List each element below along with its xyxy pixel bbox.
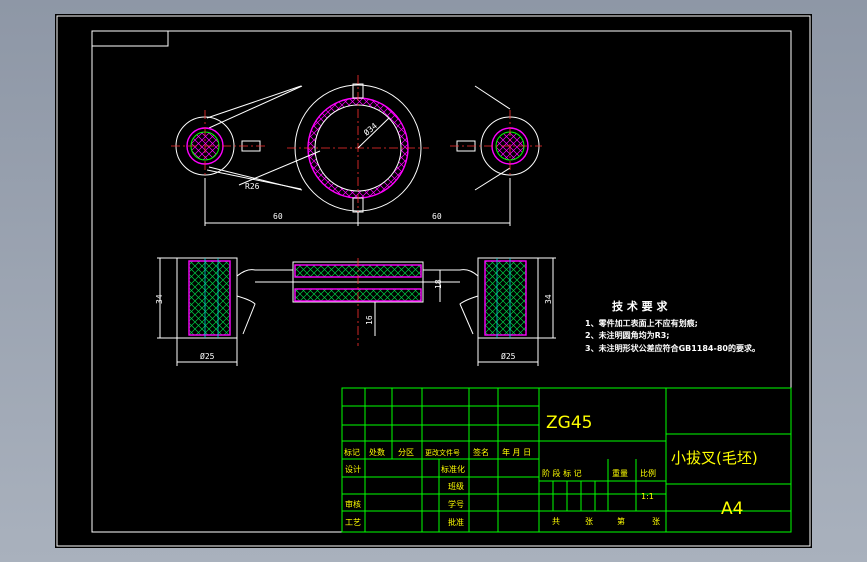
web-thickness-label: 18 bbox=[434, 279, 443, 289]
left-boss-section-magenta bbox=[188, 260, 231, 336]
arm-outline-left bbox=[206, 85, 302, 190]
rev-header-mark: 标记 bbox=[344, 447, 360, 457]
corner-code-box bbox=[91, 30, 169, 47]
left-boss-section-outline bbox=[176, 257, 238, 339]
rev-header-date: 年 月 日 bbox=[502, 447, 531, 457]
radius-leader bbox=[238, 150, 321, 186]
boss-left-label: Ø25 bbox=[200, 351, 215, 361]
left-boss-section-hatch bbox=[189, 261, 230, 335]
tech-item-1: 1、零件加工表面上不应有划痕; bbox=[585, 318, 698, 328]
drawing-viewport[interactable]: Ø34 R26 60 60 bbox=[55, 14, 812, 548]
technical-requirements: 技 术 要 求 1、零件加工表面上不应有划痕; 2、未注明圆角均为R3; 3、未… bbox=[585, 299, 760, 353]
right-boss-section-hatch bbox=[485, 261, 526, 335]
section-view: 34 34 18 16 Ø25 Ø25 bbox=[155, 257, 556, 366]
sheets-total-label: 共 bbox=[552, 517, 560, 526]
height-left-label: 34 bbox=[155, 294, 164, 304]
rev-header-count: 处数 bbox=[369, 447, 385, 457]
sheets-current-label: 第 bbox=[617, 516, 625, 526]
sheets-total-unit: 张 bbox=[585, 517, 593, 526]
outer-sheet-border bbox=[56, 15, 811, 547]
web-offset-label: 16 bbox=[365, 315, 374, 325]
row-class: 班级 bbox=[448, 481, 464, 491]
rev-header-zone: 分区 bbox=[398, 448, 414, 457]
material-label: ZG45 bbox=[546, 413, 592, 433]
diameter-leader bbox=[357, 117, 390, 149]
right-boss-section-magenta bbox=[484, 260, 527, 336]
row-process: 工艺 bbox=[345, 518, 361, 527]
scale-value: 1:1 bbox=[641, 492, 654, 501]
tech-title: 技 术 要 求 bbox=[612, 299, 668, 313]
rev-header-sign: 签名 bbox=[473, 447, 489, 457]
sheets-current-unit: 张 bbox=[652, 517, 660, 526]
stage-header-weight: 重量 bbox=[612, 468, 628, 478]
row-approve: 批准 bbox=[448, 517, 464, 527]
stage-header-mark: 阶 段 标 记 bbox=[542, 468, 582, 478]
radius-label: R26 bbox=[245, 182, 260, 191]
stage-header-scale: 比例 bbox=[640, 468, 656, 478]
top-view: Ø34 R26 60 60 bbox=[171, 75, 542, 226]
right-boss-section-outline bbox=[477, 257, 539, 339]
row-standard: 标准化 bbox=[441, 464, 465, 474]
title-block: ZG45 标记 处数 分区 更改文件号 签名 年 月 日 设计 标准化 班级 审… bbox=[341, 387, 792, 533]
height-right-label: 34 bbox=[544, 294, 553, 304]
cad-drawing-sheet: Ø34 R26 60 60 bbox=[56, 15, 811, 547]
rev-header-docno: 更改文件号 bbox=[425, 448, 460, 457]
part-name: 小拔叉(毛坯) bbox=[671, 449, 758, 467]
row-design: 设计 bbox=[345, 464, 361, 474]
row-student-no: 学号 bbox=[448, 499, 464, 509]
sheet-size: A4 bbox=[721, 499, 743, 519]
span-right-label: 60 bbox=[432, 212, 442, 221]
tech-item-2: 2、未注明圆角均为R3; bbox=[585, 330, 670, 340]
span-left-label: 60 bbox=[273, 212, 283, 221]
row-check: 审核 bbox=[345, 499, 361, 509]
web-outline bbox=[236, 269, 479, 335]
tech-item-3: 3、未注明形状公差应符合GB1184-80的要求。 bbox=[585, 343, 760, 353]
boss-right-label: Ø25 bbox=[501, 351, 516, 361]
title-block-border bbox=[341, 387, 792, 533]
